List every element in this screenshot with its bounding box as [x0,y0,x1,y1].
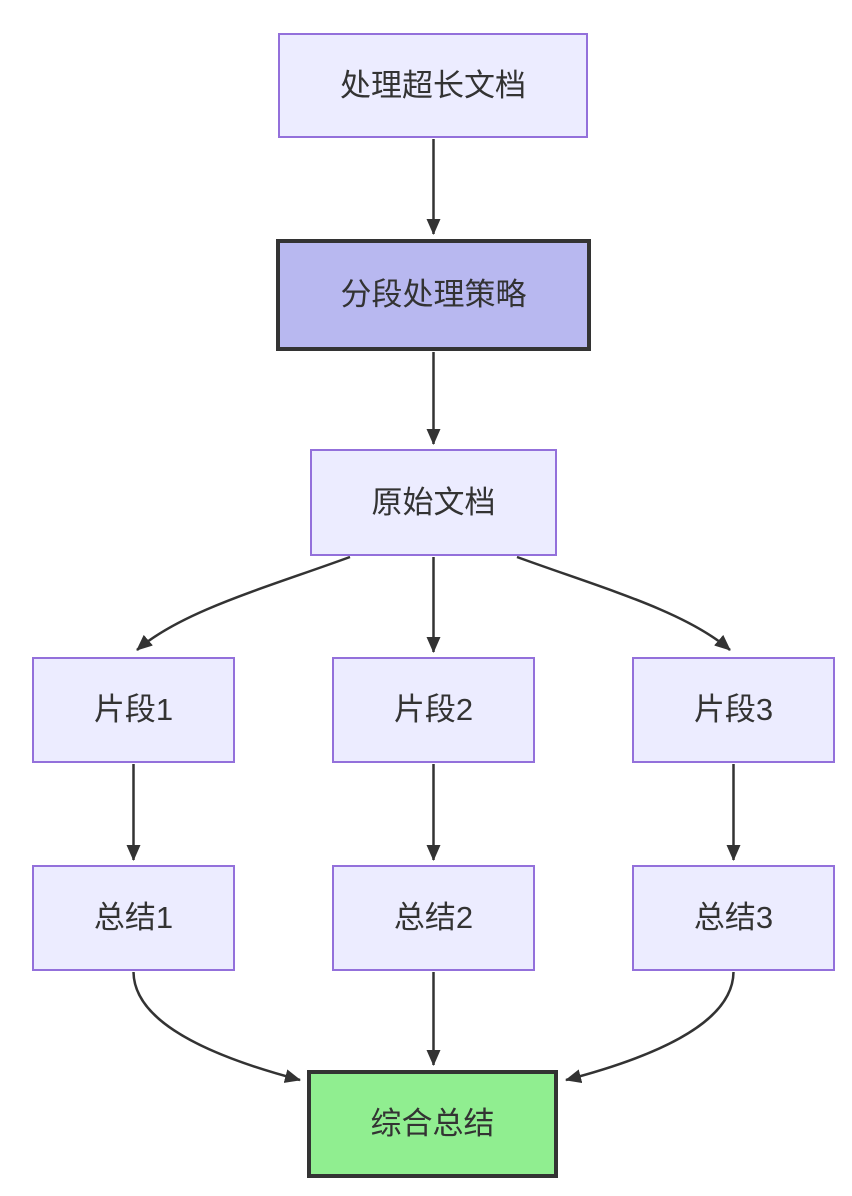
node-fragment-1: 片段1 [32,657,235,763]
edge-original-fragment3 [516,555,731,651]
node-summary-1: 总结1 [32,865,235,971]
node-label: 处理超长文档 [340,67,526,103]
node-label: 原始文档 [371,484,496,520]
node-label: 片段3 [693,692,774,728]
node-label: 分段处理策略 [340,277,527,313]
node-original-document: 原始文档 [310,449,557,556]
node-fragment-2: 片段2 [332,657,535,763]
node-label: 总结2 [393,900,474,936]
node-label: 总结1 [93,900,174,936]
node-label: 片段1 [93,692,174,728]
node-label: 片段2 [393,692,474,728]
node-summary-2: 总结2 [332,865,535,971]
edge-summary1-final [132,971,301,1083]
node-label: 总结3 [693,900,774,936]
node-summary-3: 总结3 [632,865,835,971]
node-process-long-document: 处理超长文档 [278,33,588,138]
node-label: 综合总结 [370,1106,495,1142]
node-final-summary: 综合总结 [307,1070,558,1178]
edge-original-fragment1 [136,555,351,651]
node-segmentation-strategy: 分段处理策略 [276,239,591,351]
edge-summary3-final [565,971,735,1083]
node-fragment-3: 片段3 [632,657,835,763]
